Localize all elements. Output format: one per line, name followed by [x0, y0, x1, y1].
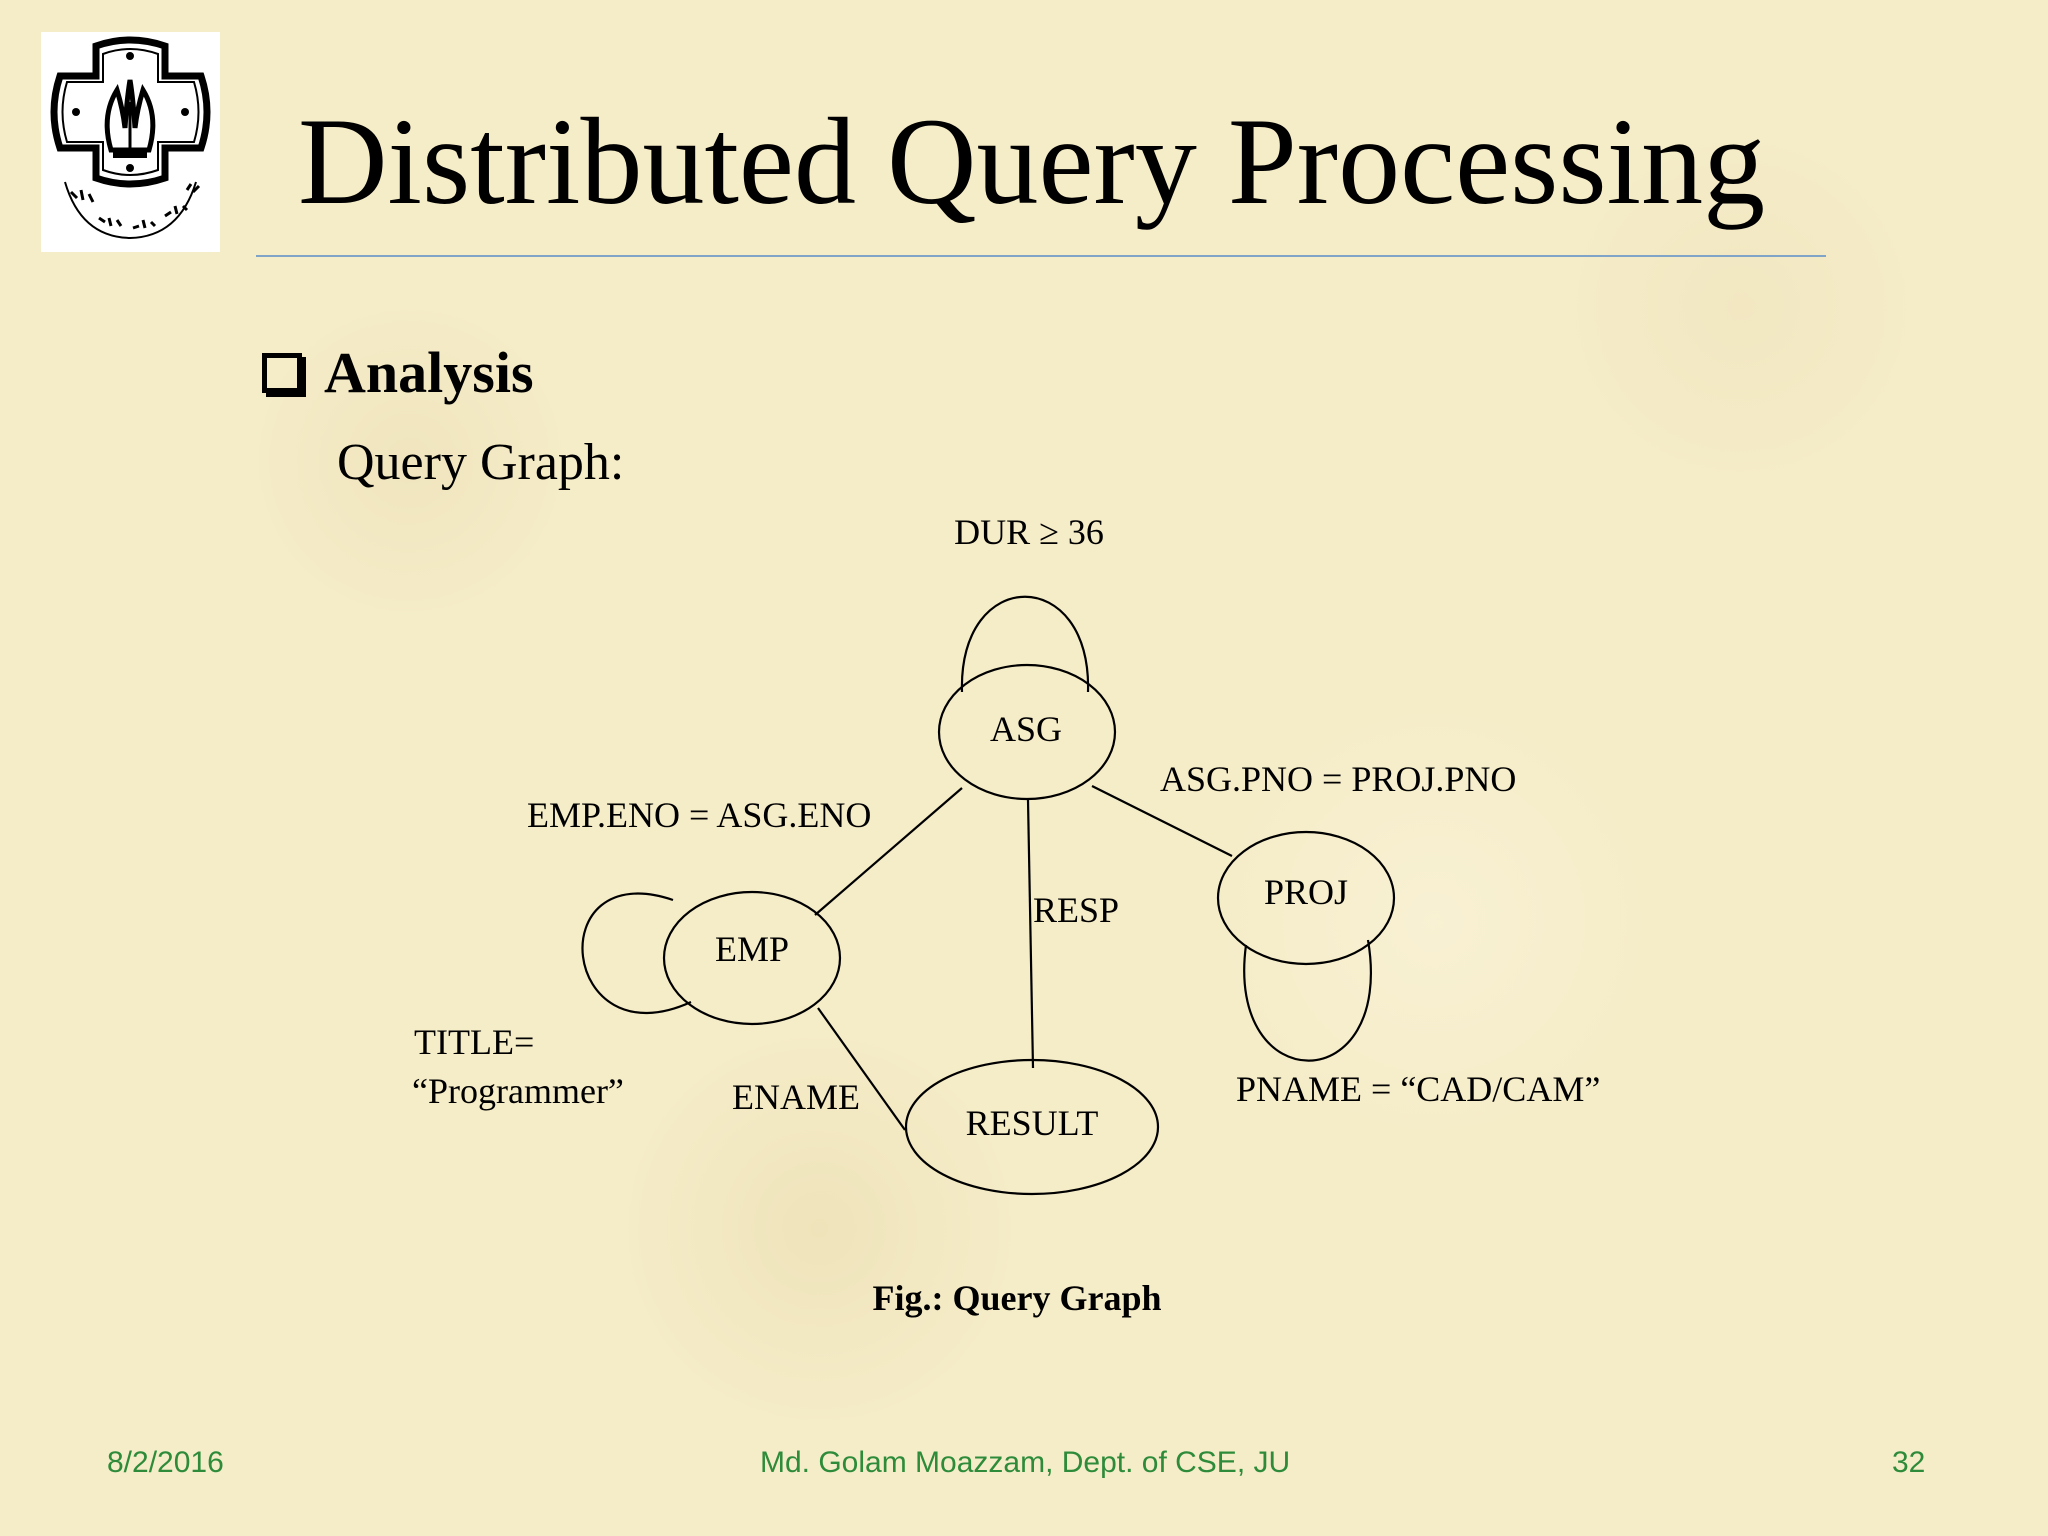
asg-result-label: RESP	[1033, 890, 1119, 930]
node-result	[904, 1058, 1160, 1196]
emp-loop-label-line2: “Programmer”	[412, 1071, 624, 1111]
node-result-label: RESULT	[966, 1103, 1099, 1143]
subheading: Query Graph:	[337, 434, 625, 491]
node-asg-label: ASG	[990, 709, 1062, 749]
bullet-item: Analysis	[262, 344, 534, 402]
asg-proj-label: ASG.PNO = PROJ.PNO	[1160, 759, 1516, 799]
edge-emp-result	[817, 1007, 906, 1131]
title-divider	[256, 255, 1826, 257]
emp-asg-label: EMP.ENO = ASG.ENO	[527, 795, 871, 835]
edge-asg-emp	[814, 787, 963, 916]
node-emp	[662, 890, 842, 1026]
footer-page-number: 32	[1892, 1446, 1926, 1479]
emp-result-label: ENAME	[732, 1077, 860, 1117]
university-logo	[41, 32, 220, 252]
edge-asg-result	[1026, 799, 1035, 1069]
edge-asg-proj	[1091, 785, 1233, 857]
node-proj-label: PROJ	[1264, 872, 1348, 912]
slide-title: Distributed Query Processing	[298, 93, 1766, 230]
figure-caption: Fig.: Query Graph	[873, 1278, 1162, 1318]
node-emp-label: EMP	[715, 929, 789, 969]
node-asg	[937, 663, 1117, 801]
footer-date: 8/2/2016	[107, 1446, 224, 1479]
proj-self-loop	[1243, 939, 1372, 1062]
asg-self-loop	[960, 595, 1090, 693]
proj-loop-label: PNAME = “CAD/CAM”	[1236, 1069, 1600, 1109]
footer-author: Md. Golam Moazzam, Dept. of CSE, JU	[760, 1446, 1291, 1479]
emp-self-loop	[581, 892, 692, 1015]
asg-loop-label: DUR ≥ 36	[954, 512, 1104, 552]
bullet-heading: Analysis	[324, 340, 534, 405]
node-proj	[1216, 830, 1396, 966]
university-emblem-icon	[41, 32, 220, 252]
checkbox-bullet-icon	[262, 353, 306, 397]
emp-loop-label-line1: TITLE=	[414, 1022, 534, 1062]
